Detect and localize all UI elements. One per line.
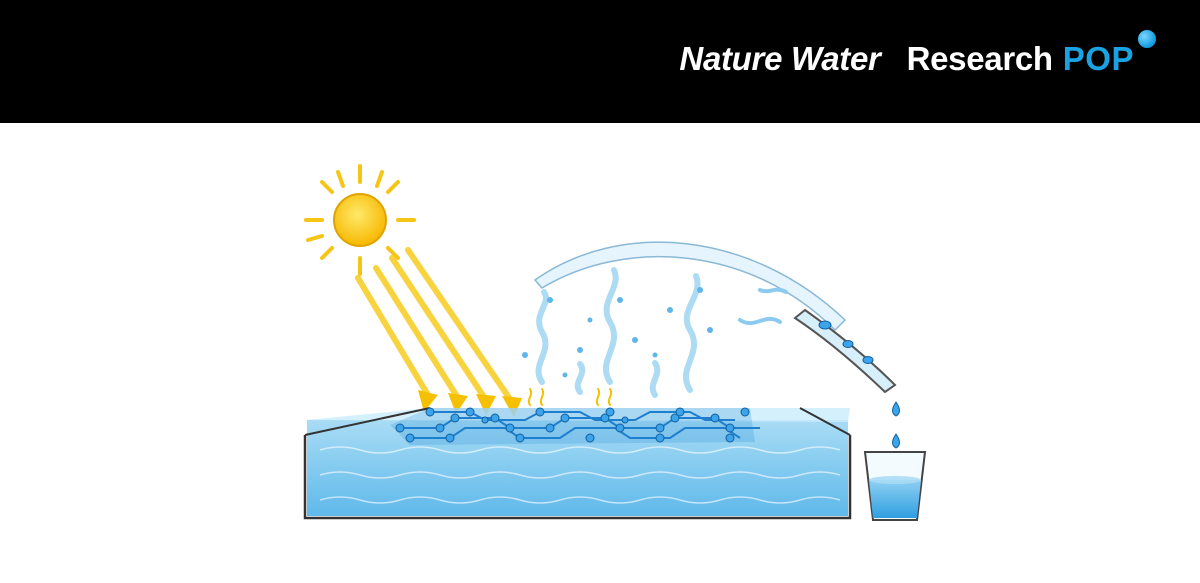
vapor-wisps	[522, 267, 713, 406]
header-banner: Nature Water Research POP	[0, 0, 1200, 123]
brand-lockup: Nature Water Research POP	[679, 40, 1134, 90]
series-highlight: POP	[1062, 40, 1134, 77]
brand-dot-icon	[1138, 30, 1156, 48]
solar-desalination-illustration	[303, 164, 927, 521]
journal-name: Nature Water	[679, 40, 881, 77]
water-glass	[863, 451, 927, 521]
sunlight-rays	[355, 247, 522, 417]
graphene-membrane	[390, 407, 760, 445]
water-droplet-icon	[892, 401, 900, 449]
sun-icon	[304, 164, 416, 276]
condenser-cover	[533, 241, 897, 394]
series-name: Research	[906, 40, 1054, 77]
